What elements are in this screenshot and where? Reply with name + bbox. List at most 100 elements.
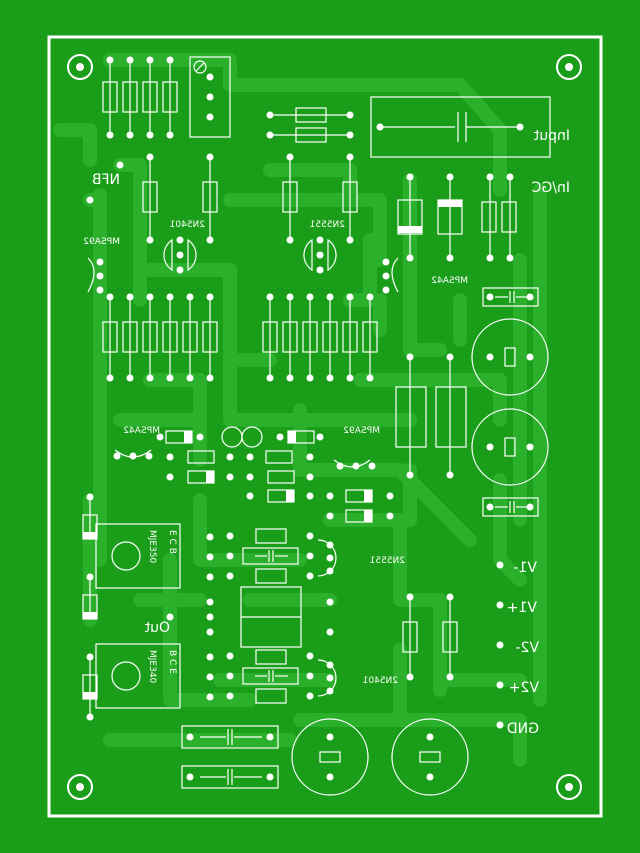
pad	[346, 236, 354, 244]
pad	[406, 353, 414, 361]
part-2n5551-top: 2N5551	[310, 220, 345, 230]
pad	[446, 254, 454, 262]
label-v2-minus: V2-	[515, 640, 539, 656]
pad	[206, 113, 214, 121]
pad	[326, 661, 334, 669]
pad	[326, 374, 334, 382]
pad	[406, 254, 414, 262]
pad	[86, 653, 94, 661]
pad	[186, 773, 194, 781]
label-input: Input	[533, 128, 570, 144]
pad	[446, 173, 454, 181]
label-v1-minus: V1-	[513, 560, 537, 576]
pad	[96, 258, 104, 266]
pad	[406, 471, 414, 479]
pad	[346, 293, 354, 301]
pad	[226, 652, 234, 660]
pad	[316, 251, 324, 259]
pad	[526, 503, 534, 511]
pad	[126, 56, 134, 64]
pad	[186, 293, 194, 301]
pad	[166, 473, 174, 481]
pad	[306, 293, 314, 301]
pad	[166, 374, 174, 382]
copper-traces	[53, 53, 547, 767]
solder-pads	[86, 56, 534, 781]
pad	[496, 681, 504, 689]
pad	[446, 471, 454, 479]
pad	[326, 512, 334, 520]
pad	[306, 374, 314, 382]
pad	[496, 601, 504, 609]
pad	[486, 293, 494, 301]
pad	[526, 353, 534, 361]
pad	[146, 293, 154, 301]
pad	[346, 111, 354, 119]
part-mpsa42-top: MPSA42	[431, 276, 468, 286]
pad	[206, 374, 214, 382]
pad	[326, 687, 334, 695]
pad	[326, 733, 334, 741]
pad	[206, 598, 214, 606]
part-2n5401-bot: 2N5401	[363, 676, 398, 686]
pad	[206, 653, 214, 661]
pad	[486, 254, 494, 262]
pad	[326, 773, 334, 781]
pad	[286, 293, 294, 301]
label-nfb: NFB	[92, 172, 120, 188]
pad	[206, 293, 214, 301]
pins-bce: B C E	[167, 650, 177, 674]
pad	[146, 56, 154, 64]
pad	[446, 593, 454, 601]
pad	[326, 541, 334, 549]
pad	[156, 433, 164, 441]
pad	[486, 173, 494, 181]
pad	[426, 733, 434, 741]
label-v2-plus: V2+	[509, 680, 539, 696]
pad	[146, 131, 154, 139]
pad	[326, 554, 334, 562]
pad	[129, 452, 137, 460]
pad	[206, 236, 214, 244]
text-labels: Input In/GC NFB Out V1- V1+ V2- V2+ GND …	[83, 128, 570, 737]
pad	[326, 598, 334, 606]
pad	[346, 131, 354, 139]
pad	[96, 286, 104, 294]
pad	[496, 561, 504, 569]
pad	[306, 532, 314, 540]
label-gnd: GND	[507, 721, 539, 737]
pad	[116, 161, 124, 169]
pad	[145, 452, 153, 460]
pad	[346, 374, 354, 382]
pad	[266, 293, 274, 301]
mounting-holes	[67, 54, 582, 800]
pad	[226, 552, 234, 560]
pad	[106, 374, 114, 382]
pad	[336, 462, 344, 470]
pad	[326, 674, 334, 682]
pad	[176, 266, 184, 274]
pad	[386, 512, 394, 520]
pad	[126, 293, 134, 301]
pad	[382, 272, 390, 280]
pad	[226, 692, 234, 700]
pad	[326, 567, 334, 575]
part-2n5401-top: 2N5401	[170, 220, 205, 230]
pad	[166, 56, 174, 64]
diode-bands	[83, 200, 462, 699]
pad	[206, 533, 214, 541]
pad	[446, 353, 454, 361]
label-input-gnd: In/GC	[531, 180, 570, 196]
pad	[266, 733, 274, 741]
pad	[206, 553, 214, 561]
pad	[406, 593, 414, 601]
pad	[316, 433, 324, 441]
pad	[266, 773, 274, 781]
pins-ecb: E C B	[167, 530, 177, 554]
pad	[368, 462, 376, 470]
part-mpsa42-mid: MPSA42	[123, 426, 160, 436]
pad	[126, 131, 134, 139]
pad	[286, 153, 294, 161]
pad	[382, 286, 390, 294]
